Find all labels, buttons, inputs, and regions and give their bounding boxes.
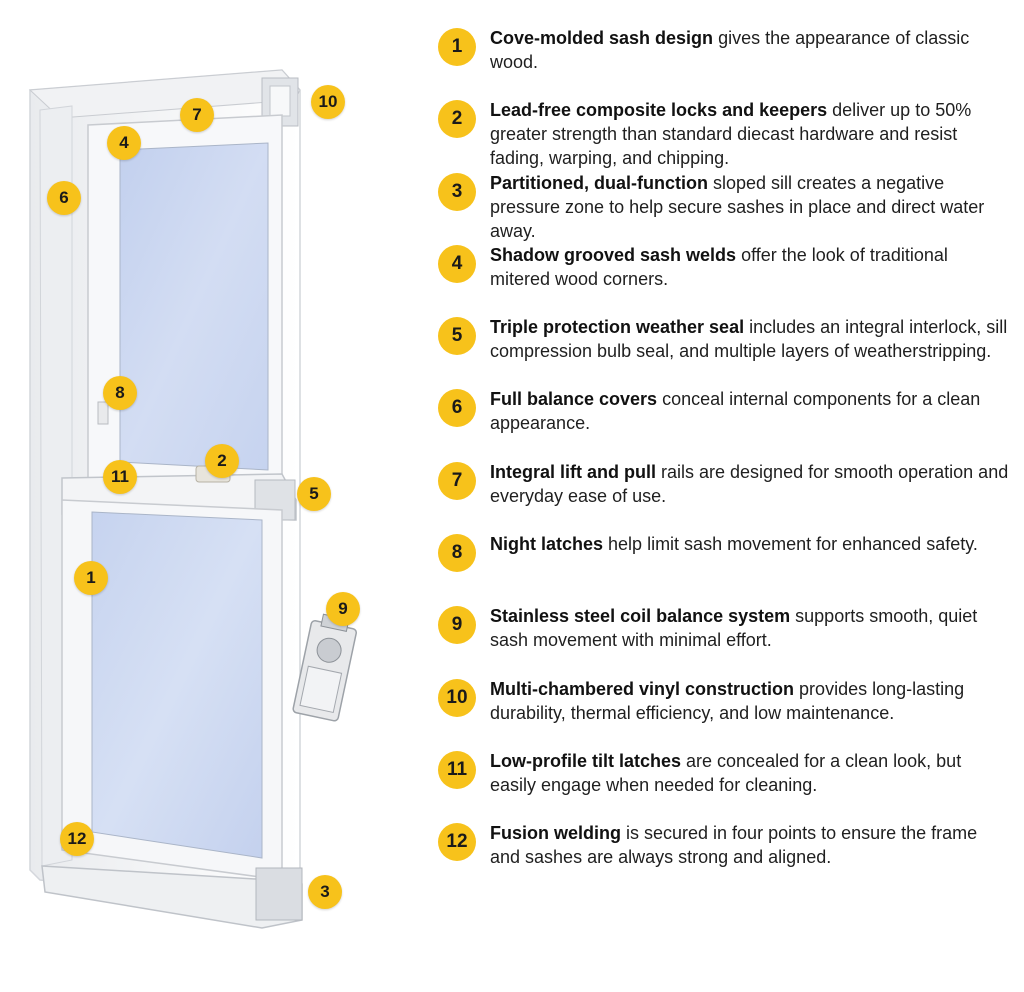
feature-title: Night latches: [490, 534, 604, 555]
feature-description: supports smooth, quiet sash movement wit…: [490, 606, 978, 651]
feature-title: Triple protection weather seal: [490, 317, 745, 338]
feature-item: 9 Stainless steel coil balance system su…: [438, 604, 1018, 676]
feature-text: Integral lift and pull rails are designe…: [490, 460, 1010, 508]
feature-item: 3 Partitioned, dual-function sloped sill…: [438, 171, 1018, 243]
feature-description: is secured in four points to ensure the …: [490, 823, 978, 868]
number-badge-icon: 11: [438, 750, 476, 789]
feature-description: sloped sill creates a negative pressure …: [490, 172, 985, 241]
number-badge-icon: 7: [438, 461, 476, 500]
feature-description: includes an integral interlock, sill com…: [490, 317, 1008, 362]
feature-item: 7 Integral lift and pull rails are desig…: [438, 460, 1018, 532]
feature-item: 11 Low-profile tilt latches are conceale…: [438, 749, 1018, 821]
marker-6: 6: [47, 181, 81, 215]
frame-chamber-inner: [269, 85, 291, 117]
feature-text: Shadow grooved sash welds offer the look…: [490, 243, 1010, 291]
feature-description: conceal internal components for a clean …: [490, 389, 981, 434]
sill-chamber: [255, 867, 303, 921]
feature-item: 2 Lead-free composite locks and keepers …: [438, 98, 1018, 170]
lower-glass: [91, 511, 263, 859]
feature-description: rails are designed for smooth operation …: [490, 461, 1009, 506]
number-badge-icon: 9: [438, 606, 476, 645]
window-diagram: 10 7 4 6 8 2 11 5 1 9 12 3: [0, 0, 420, 987]
marker-5: 5: [297, 477, 331, 511]
feature-item: 6 Full balance covers conceal internal c…: [438, 387, 1018, 459]
upper-glass: [119, 142, 269, 471]
number-badge-icon: 12: [438, 823, 476, 862]
feature-text: Fusion welding is secured in four points…: [490, 821, 1010, 869]
number-badge-icon: 3: [438, 172, 476, 211]
feature-item: 1 Cove-molded sash design gives the appe…: [438, 26, 1018, 98]
marker-2: 2: [205, 444, 239, 478]
marker-4: 4: [107, 126, 141, 160]
number-badge-icon: 4: [438, 244, 476, 283]
feature-text: Stainless steel coil balance system supp…: [490, 604, 1010, 652]
marker-9: 9: [326, 592, 360, 626]
feature-text: Night latches help limit sash movement f…: [490, 532, 1010, 556]
marker-10: 10: [311, 85, 345, 119]
feature-title: Fusion welding: [490, 823, 621, 844]
feature-description: are concealed for a clean look, but easi…: [490, 750, 962, 795]
feature-item: 5 Triple protection weather seal include…: [438, 315, 1018, 387]
feature-text: Full balance covers conceal internal com…: [490, 387, 1010, 435]
number-badge-icon: 8: [438, 534, 476, 573]
feature-title: Partitioned, dual-function: [490, 172, 708, 193]
marker-8: 8: [103, 376, 137, 410]
coil-balance-component: [292, 613, 358, 722]
number-badge-icon: 1: [438, 28, 476, 66]
feature-title: Lead-free composite locks and keepers: [490, 100, 828, 121]
feature-title: Cove-molded sash design: [490, 28, 714, 48]
number-badge-icon: 10: [438, 678, 476, 717]
feature-text: Low-profile tilt latches are concealed f…: [490, 749, 1010, 797]
feature-text: Cove-molded sash design gives the appear…: [490, 26, 1010, 74]
feature-title: Multi-chambered vinyl construction: [490, 678, 795, 699]
feature-title: Shadow grooved sash welds: [490, 244, 737, 265]
feature-item: 4 Shadow grooved sash welds offer the lo…: [438, 243, 1018, 315]
feature-text: Partitioned, dual-function sloped sill c…: [490, 171, 1010, 243]
feature-text: Multi-chambered vinyl construction provi…: [490, 677, 1010, 725]
marker-11: 11: [103, 460, 137, 494]
feature-title: Low-profile tilt latches: [490, 750, 682, 771]
marker-3: 3: [308, 875, 342, 909]
feature-description: provides long-lasting durability, therma…: [490, 678, 965, 723]
feature-item: 10 Multi-chambered vinyl construction pr…: [438, 677, 1018, 749]
feature-title: Integral lift and pull: [490, 461, 656, 482]
marker-7: 7: [180, 98, 214, 132]
feature-description: deliver up to 50% greater strength than …: [490, 100, 972, 169]
feature-text: Lead-free composite locks and keepers de…: [490, 98, 1010, 170]
feature-description: gives the appearance of classic wood.: [490, 28, 970, 72]
feature-description: help limit sash movement for enhanced sa…: [603, 534, 978, 555]
feature-title: Stainless steel coil balance system: [490, 606, 791, 627]
marker-12: 12: [60, 822, 94, 856]
feature-title: Full balance covers: [490, 389, 658, 410]
feature-description: offer the look of traditional mitered wo…: [490, 244, 948, 289]
feature-item: 8 Night latches help limit sash movement…: [438, 532, 1018, 604]
number-badge-icon: 2: [438, 100, 476, 139]
number-badge-icon: 6: [438, 389, 476, 428]
night-latch: [97, 401, 109, 425]
window-illustration: [28, 69, 358, 929]
number-badge-icon: 5: [438, 317, 476, 356]
feature-item: 12 Fusion welding is secured in four poi…: [438, 821, 1018, 893]
marker-1: 1: [74, 561, 108, 595]
feature-list: 1 Cove-molded sash design gives the appe…: [438, 26, 1018, 894]
feature-text: Triple protection weather seal includes …: [490, 315, 1010, 363]
